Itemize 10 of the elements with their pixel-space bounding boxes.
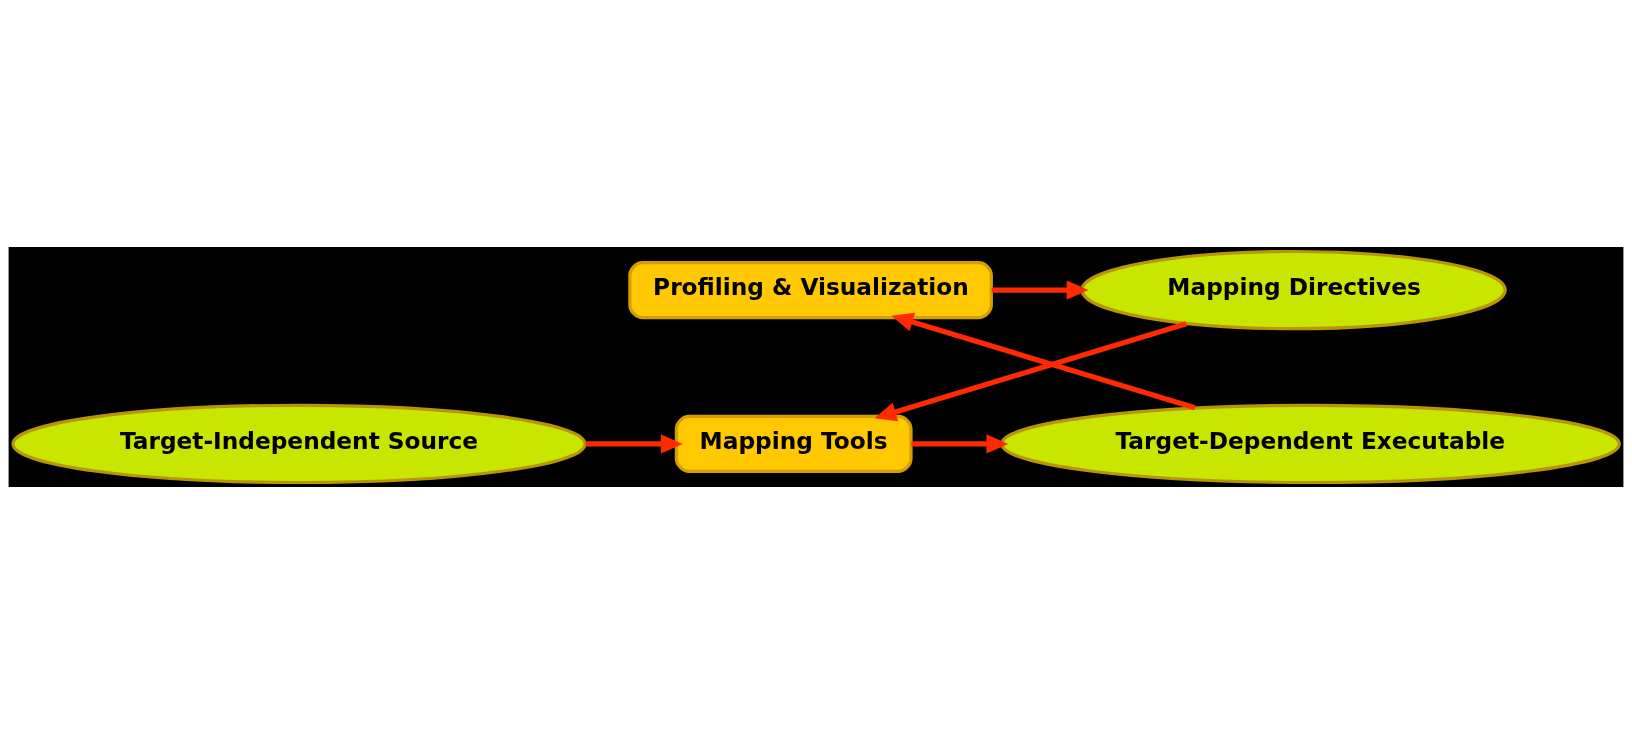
arrow	[891, 312, 1196, 411]
node-ellipse: Mapping Directives	[1080, 249, 1507, 331]
arrow	[585, 434, 683, 454]
arrow	[874, 321, 1188, 422]
node-box: Mapping Tools	[674, 414, 913, 473]
arrow	[911, 434, 1009, 454]
arrow	[991, 280, 1089, 300]
node-box: Profiling & Visualization	[628, 261, 993, 320]
node-ellipse: Target-Dependent Executable	[1000, 403, 1621, 485]
node-ellipse: Target-Independent Source	[11, 403, 587, 485]
